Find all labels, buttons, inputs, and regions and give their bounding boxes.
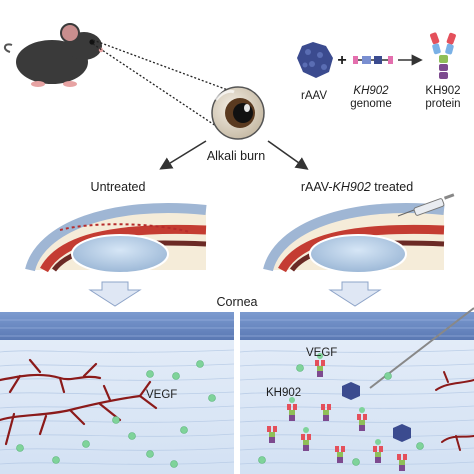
protein-line1-label: KH902 <box>425 85 460 97</box>
genome-word-label: genome <box>350 98 392 110</box>
kh902-molecules <box>267 353 407 471</box>
treated-prefix: rAAV- <box>301 180 333 194</box>
panel-divider <box>234 312 240 474</box>
branch-arrows <box>159 140 309 170</box>
cornea-title: Cornea <box>217 295 258 309</box>
right-vegf-label: VEGF <box>306 347 337 359</box>
alkali-burn-label: Alkali burn <box>207 149 265 163</box>
mouse-illustration <box>4 23 104 87</box>
protein-line2-label: protein <box>425 98 460 110</box>
raav-label: rAAV <box>301 90 327 102</box>
zoom-lines <box>92 39 237 127</box>
burned-eye-icon <box>211 86 265 140</box>
genome-italic-label: KH902 <box>353 85 389 97</box>
treated-eye-section <box>263 202 445 274</box>
treated-label: rAAV-KH902 treated <box>301 180 413 194</box>
right-kh902-label: KH902 <box>266 387 301 399</box>
kh902-protein-icon <box>430 32 456 79</box>
cornea-panel-treated <box>239 307 474 474</box>
untreated-eye-section <box>25 202 207 274</box>
treated-suffix: treated <box>371 180 413 194</box>
left-vegf-label: VEGF <box>146 389 177 401</box>
down-arrow-left <box>88 281 142 307</box>
cornea-panel-untreated <box>0 312 235 474</box>
down-arrow-right <box>328 281 382 307</box>
plus-sign: + <box>337 52 346 69</box>
treated-italic: KH902 <box>333 180 371 194</box>
syringe-icon <box>397 193 455 217</box>
raav-particle-icon <box>297 42 333 78</box>
genome-icon <box>353 56 393 64</box>
untreated-label: Untreated <box>91 180 146 194</box>
